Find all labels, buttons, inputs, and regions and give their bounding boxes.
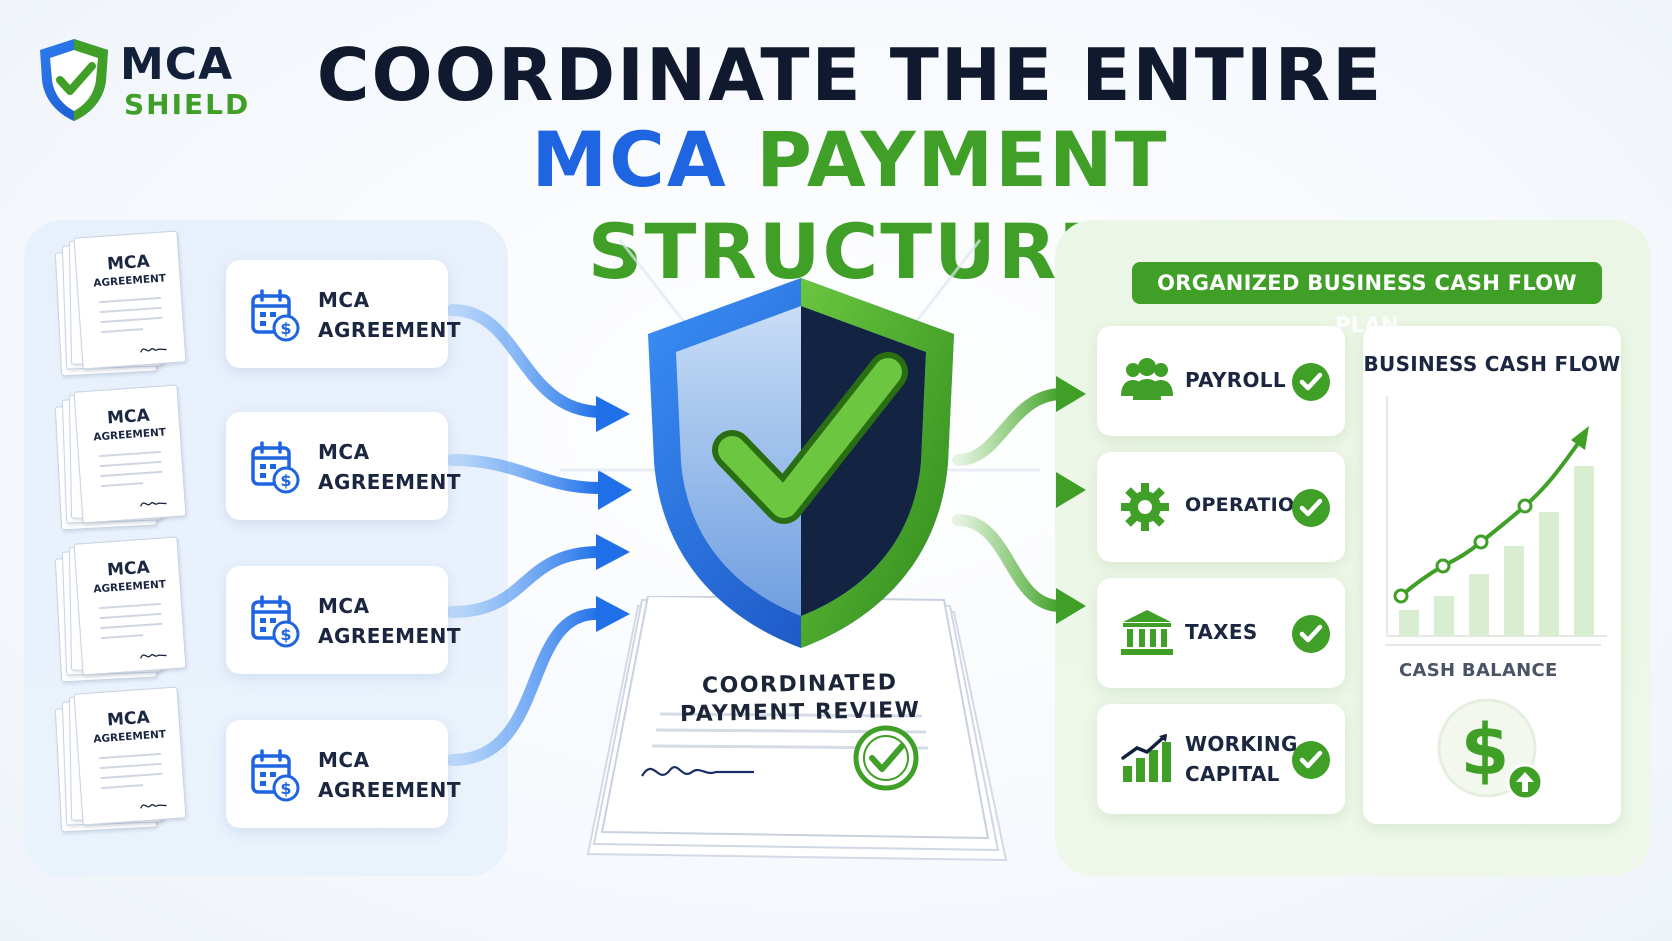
shield-check-icon <box>40 39 108 121</box>
agreement-card-line1: MCA <box>318 440 370 464</box>
check-circle-icon <box>1292 489 1330 527</box>
check-circle-icon <box>1292 741 1330 779</box>
calendar-dollar-icon: $ <box>251 289 300 342</box>
agreement-document-stack: MCA AGREEMENT <box>54 230 187 377</box>
signature-icon <box>140 654 167 659</box>
headline-line-2: MCA PAYMENT STRUCTURE <box>280 114 1420 298</box>
headline-line-1: COORDINATE THE ENTIRE <box>316 33 1384 117</box>
logo-word-shield: SHIELD <box>124 88 251 121</box>
cash-flow-plan-banner: ORGANIZED BUSINESS CASH FLOW PLAN <box>1132 262 1602 337</box>
cash-flow-title: BUSINESS CASH FLOW <box>1363 352 1621 376</box>
signature-icon <box>641 766 754 777</box>
check-circle-icon <box>1292 615 1330 653</box>
people-icon <box>1121 358 1173 400</box>
agreement-card-line1: MCA <box>318 288 370 312</box>
green-flow-arrows <box>952 388 1066 612</box>
divider <box>1385 644 1601 646</box>
svg-text:$: $ <box>280 319 291 338</box>
cash-flow-growth-graphic <box>1386 396 1607 637</box>
agreement-card: $ MCA AGREEMENT <box>226 720 461 828</box>
agreement-card: $ MCA AGREEMENT <box>226 566 461 674</box>
signature-icon <box>140 502 167 507</box>
growth-chart-icon <box>1121 734 1171 782</box>
agreement-document-stack: MCA AGREEMENT <box>54 384 187 531</box>
plan-item-payroll: PAYROLL <box>1097 326 1345 436</box>
plan-item-operations: OPERATIONS <box>1097 452 1345 562</box>
approved-check-icon <box>853 725 919 791</box>
logo: MCA SHIELD <box>34 34 254 124</box>
agreement-card-line2: AGREEMENT <box>318 778 462 802</box>
agreement-card-line2: AGREEMENT <box>318 470 462 494</box>
headline-payment-structure: PAYMENT STRUCTURE <box>587 115 1169 296</box>
calendar-dollar-icon: $ <box>251 441 300 494</box>
agreement-document-stack: MCA AGREEMENT <box>54 536 187 683</box>
cash-flow-card: BUSINESS CASH FLOW CASH BALANCE $ <box>1363 326 1621 824</box>
signature-icon <box>140 348 167 353</box>
agreement-card: $ MCA AGREEMENT <box>226 260 461 368</box>
agreement-card-line2: AGREEMENT <box>318 318 462 342</box>
shield-check-icon <box>648 278 954 648</box>
calendar-dollar-icon: $ <box>251 749 300 802</box>
plan-item-working-capital: WORKING CAPITAL <box>1097 704 1345 814</box>
blue-flow-arrows <box>446 304 606 766</box>
logo-word-mca: MCA <box>120 39 234 90</box>
dollar-up-icon: $ <box>1437 698 1544 801</box>
signature-icon <box>140 804 167 809</box>
cash-balance-label: CASH BALANCE <box>1399 660 1558 681</box>
agreement-card-line1: MCA <box>318 594 370 618</box>
svg-text:$: $ <box>280 471 291 490</box>
gear-icon <box>1121 483 1169 531</box>
svg-text:$: $ <box>280 779 291 798</box>
svg-text:$: $ <box>1461 709 1510 791</box>
plan-item-label: TAXES <box>1185 620 1258 644</box>
plan-item-taxes: TAXES <box>1097 578 1345 688</box>
svg-text:$: $ <box>280 625 291 644</box>
agreement-card-line2: AGREEMENT <box>318 624 462 648</box>
agreement-card: $ MCA AGREEMENT <box>226 412 461 520</box>
payment-review-label: COORDINATED PAYMENT REVIEW <box>640 668 961 730</box>
calendar-dollar-icon: $ <box>251 595 300 648</box>
check-circle-icon <box>1292 363 1330 401</box>
bank-icon <box>1121 610 1173 655</box>
plan-item-label: OPERATIONS <box>1185 494 1325 516</box>
agreement-document-stack: MCA AGREEMENT <box>54 686 187 833</box>
headline-mca: MCA <box>531 115 728 204</box>
agreement-card-line1: MCA <box>318 748 370 772</box>
plan-item-label-line1: WORKING <box>1185 732 1298 756</box>
plan-item-label-line2: CAPITAL <box>1185 762 1280 786</box>
review-line-2: PAYMENT REVIEW <box>679 697 921 728</box>
payment-review-document <box>586 596 1008 862</box>
plan-item-label: PAYROLL <box>1185 368 1286 392</box>
